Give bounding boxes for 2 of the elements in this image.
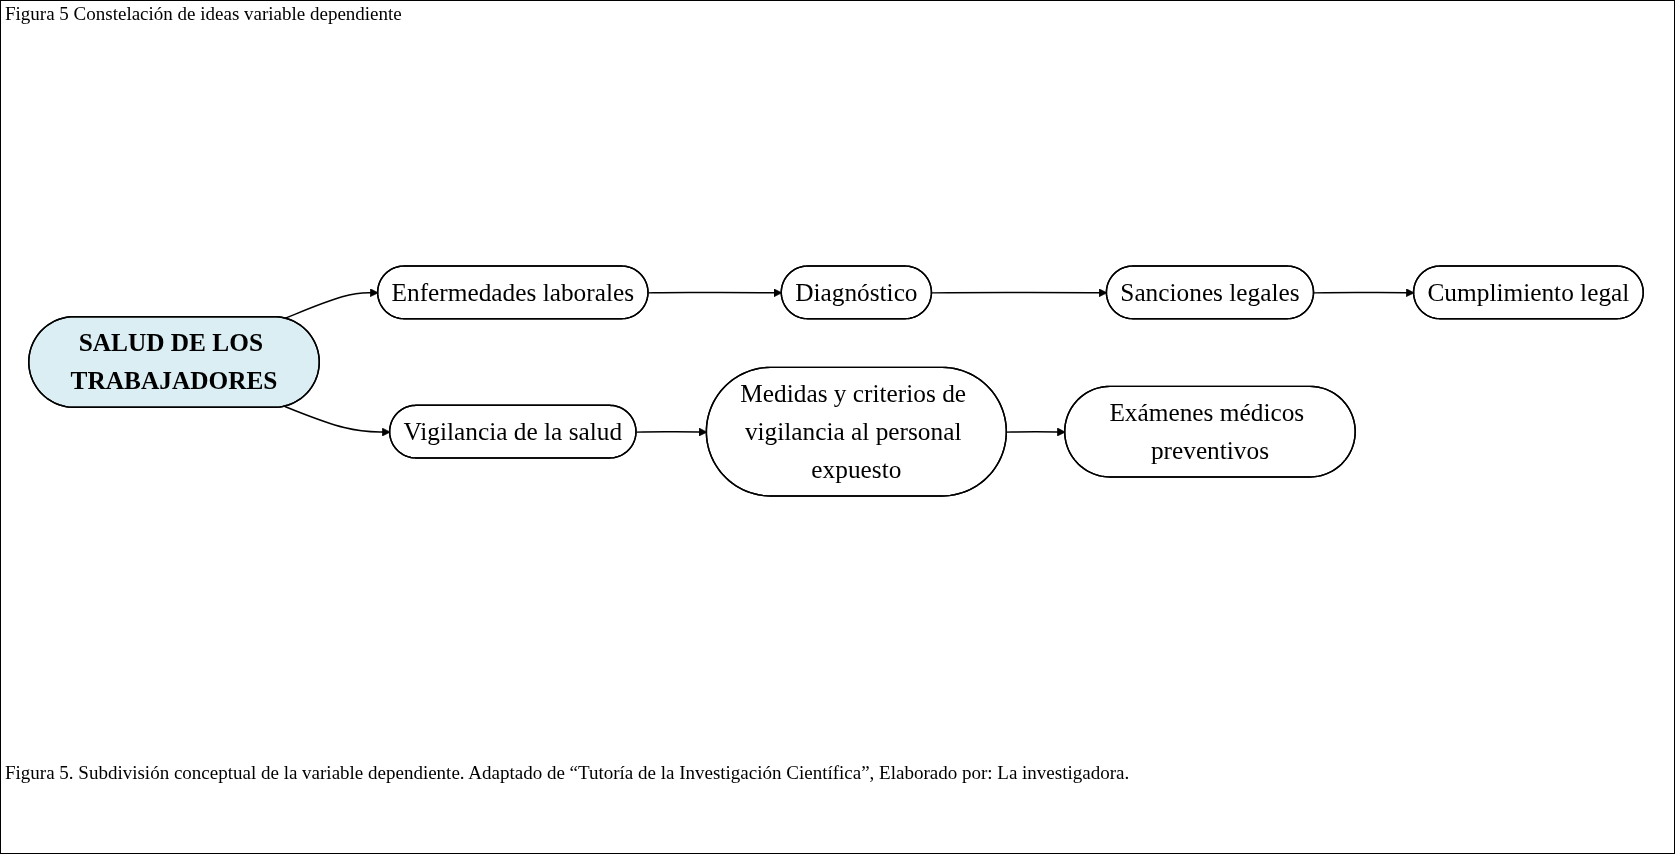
figure-title: Figura 5 Constelación de ideas variable dependiente <box>5 3 402 25</box>
figure-caption: Figura 5. Subdivisión conceptual de la variable dependiente. Adaptado de “Tutoría de la Investigación Científica”, Elaborado por: La investigadora. <box>5 761 1131 785</box>
